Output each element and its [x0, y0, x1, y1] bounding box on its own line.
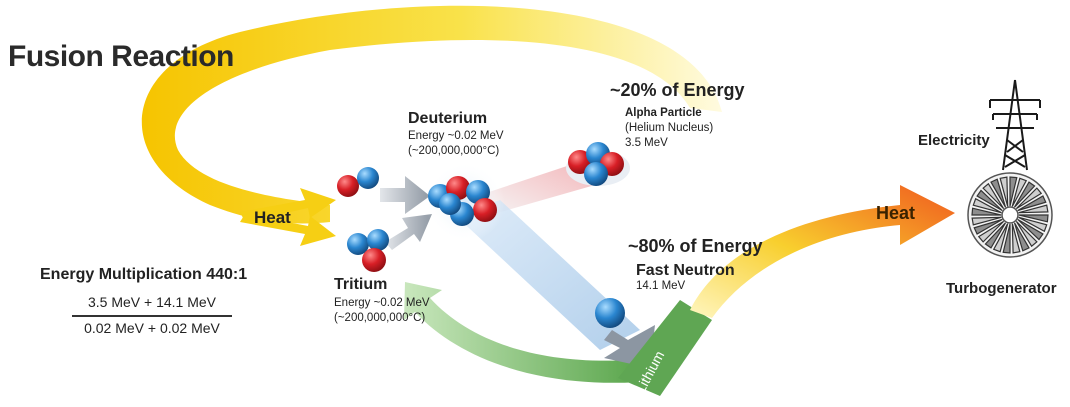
alpha-particle-label: Alpha Particle	[625, 107, 702, 119]
turbine-blade	[1018, 214, 1049, 223]
turbine-blade	[976, 189, 1003, 212]
turbine-blade	[1013, 181, 1036, 208]
multiplication-numerator: 3.5 MeV + 14.1 MeV	[87, 294, 217, 310]
tritium-label: Tritium	[334, 276, 388, 293]
turbogenerator-icon	[967, 172, 1053, 258]
alpha-particle	[566, 142, 630, 186]
alpha-particle-sub: (Helium Nucleus)	[625, 122, 714, 134]
tritium-breeding-arrow	[404, 282, 640, 383]
lithium-blanket	[618, 300, 712, 396]
turbine-blade	[971, 207, 1002, 216]
heat-arrow-lower	[240, 214, 336, 246]
deuterium-input-arrow	[380, 176, 430, 214]
fusion-reaction-cluster	[425, 162, 505, 242]
energy-multiplication-label: Energy Multiplication 440:1	[40, 266, 248, 283]
fast-neutron	[595, 298, 625, 328]
multiplication-denominator: 0.02 MeV + 0.02 MeV	[84, 320, 220, 336]
turbine-blade	[1009, 176, 1018, 207]
turbine-blade	[1002, 223, 1011, 254]
turbine-blade	[984, 222, 1007, 249]
page-title: Fusion Reaction	[8, 40, 234, 73]
neutron-beam	[455, 200, 640, 350]
turbine-blade	[1017, 195, 1047, 212]
heat-label-left: Heat	[254, 208, 291, 227]
turbine-blade	[977, 220, 1005, 243]
tritium-energy: Energy ~0.02 MeV	[334, 297, 430, 309]
turbine-blade	[1011, 177, 1028, 207]
turbine-blade	[1013, 222, 1030, 252]
turbine-blade	[1018, 216, 1048, 233]
turbine-blade	[1017, 218, 1044, 241]
turbine-blade	[999, 176, 1009, 207]
deuterium-temperature: (~200,000,000°C)	[408, 145, 500, 157]
turbine-blade	[1018, 204, 1049, 214]
fast-neutron-label: Fast Neutron	[636, 262, 735, 279]
alpha-beam	[480, 160, 595, 215]
deuterium-energy: Energy ~0.02 MeV	[408, 130, 504, 142]
deuterium-nucleus	[337, 167, 379, 197]
heat-to-turbine-arrow	[690, 185, 955, 318]
electricity-pylon-icon	[989, 79, 1041, 171]
electricity-label: Electricity	[918, 132, 990, 149]
turbine-blade	[1011, 223, 1021, 254]
turbine-blade	[971, 216, 1002, 226]
turbine-blade	[1015, 187, 1043, 210]
heat-arrow-upper	[240, 188, 336, 222]
turbine-blade	[973, 218, 1003, 235]
tritium-input-arrow	[385, 214, 432, 250]
fraction-bar	[72, 315, 232, 317]
fast-neutron-energy: 14.1 MeV	[636, 280, 686, 292]
alpha-energy-share: ~20% of Energy	[610, 80, 745, 100]
tritium-nucleus	[347, 229, 389, 272]
alpha-particle-energy: 3.5 MeV	[625, 137, 668, 149]
heat-label-right: Heat	[876, 203, 916, 223]
turbine-blade	[990, 178, 1007, 208]
neutron-energy-share: ~80% of Energy	[628, 236, 763, 256]
tritium-temperature: (~200,000,000°C)	[334, 312, 426, 324]
turbine-blade	[992, 223, 1009, 253]
turbine-blade	[982, 182, 1005, 210]
turbine-blade	[1015, 220, 1038, 248]
deuterium-label: Deuterium	[408, 110, 488, 127]
turbogenerator-label: Turbogenerator	[946, 280, 1057, 297]
turbine-blade	[972, 197, 1002, 214]
